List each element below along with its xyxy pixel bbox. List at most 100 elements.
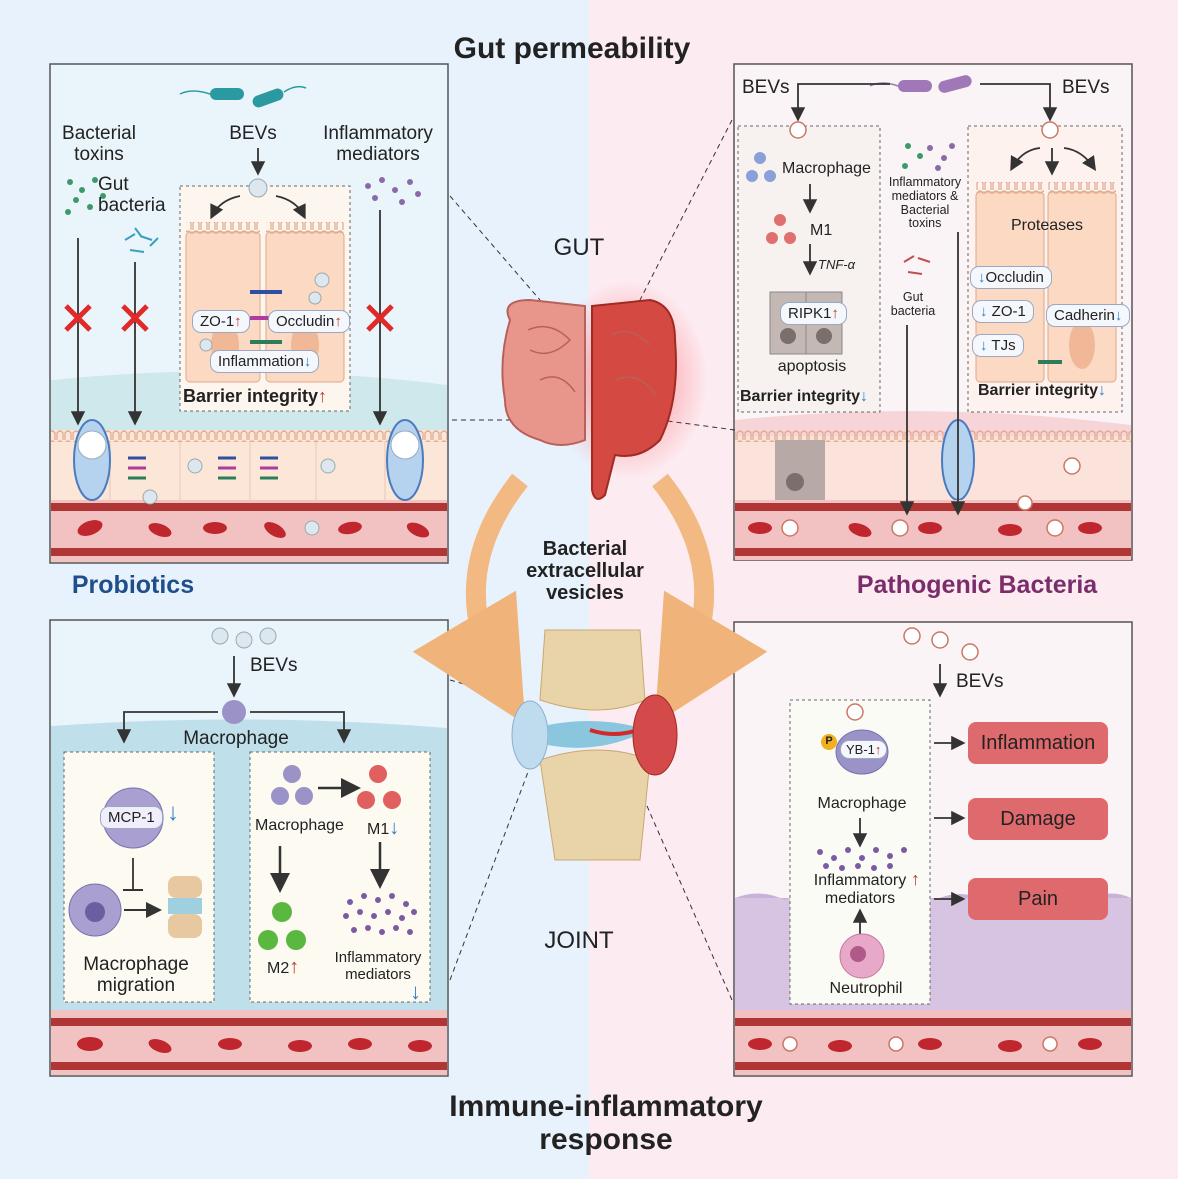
- down-arrow-icon: ↓: [167, 799, 179, 826]
- br-mediators-label: Inflammatory mediators: [813, 872, 907, 907]
- macrophage-icon: [222, 700, 246, 724]
- bacteria-icon: [179, 85, 307, 108]
- br-macrophage-label: Macrophage: [817, 795, 907, 812]
- macrophage-icon: [746, 152, 776, 182]
- bl-m2-label: M2↑: [267, 956, 300, 978]
- x-mark-icon: [366, 304, 394, 332]
- bevs-left-label: BEVs: [742, 77, 790, 98]
- panel-top-left: [49, 63, 449, 564]
- mediator-dots: [365, 177, 421, 205]
- gut-bacteria-cluster-icon: [124, 227, 159, 253]
- panel-bottom-left: [49, 619, 449, 1077]
- bl-macrophage2-label: Macrophage: [255, 817, 344, 834]
- yb1-pill: YB-1↑: [840, 740, 888, 759]
- proteases-label: Proteases: [1010, 217, 1084, 234]
- goblet-cell-icon: [73, 419, 111, 501]
- phospho-icon: [821, 734, 837, 750]
- zo1-down-pill: ↓ ZO-1: [972, 300, 1034, 323]
- barrier-integrity-label: Barrier integrity↑: [183, 386, 328, 406]
- bevs-right-label: BEVs: [1062, 77, 1110, 98]
- barrier-integrity-left-label: Barrier integrity↓: [740, 388, 869, 405]
- down-arrow-icon: ↓: [1114, 307, 1123, 324]
- m2-macrophage-icon: [258, 902, 306, 950]
- phospho-label: P: [825, 735, 833, 747]
- up-arrow-icon: ↑: [334, 313, 342, 330]
- knee-joint-icon: [168, 876, 202, 938]
- vesicle-icon: [211, 627, 277, 649]
- ripk1-pill: RIPK1↑: [780, 302, 847, 325]
- down-arrow-icon: ↓: [980, 337, 988, 354]
- goblet-cell-icon: [386, 419, 424, 501]
- outcome-damage: Damage: [968, 798, 1108, 840]
- inflammation-pill: Inflammation↓: [210, 350, 320, 373]
- tjs-down-pill: ↓ TJs: [972, 334, 1024, 357]
- down-arrow-icon: ↓: [389, 817, 400, 839]
- down-arrow-icon: ↓: [1098, 382, 1107, 399]
- panel-bottom-right: [733, 621, 1133, 1077]
- center-illustration: [412, 119, 768, 1001]
- panel-top-right: [733, 63, 1133, 561]
- gut-label: GUT: [553, 234, 605, 261]
- vesicle-icon: [781, 457, 1081, 537]
- macrophage-icon: [271, 765, 313, 805]
- bl-mediators-label: Inflammatory mediators: [334, 949, 422, 983]
- bottom-title: Immune-inflammatory response: [449, 1090, 763, 1156]
- macrophage-label: Macrophage: [782, 160, 871, 177]
- probiotics-label: Probiotics: [71, 571, 195, 599]
- bl-macrophage-label: Macrophage: [183, 728, 289, 749]
- up-arrow-icon: ↑: [318, 386, 328, 406]
- outcome-inflammation: Inflammation: [968, 722, 1108, 764]
- pathogenic-bacteria-label: Pathogenic Bacteria: [856, 571, 1098, 599]
- tr-gut-bacteria-label: Gut bacteria: [890, 290, 936, 318]
- gut-bacteria-cluster-icon: [903, 255, 931, 275]
- bacterial-toxins-label: Bacterial toxins: [62, 123, 136, 165]
- down-arrow-icon: ↓: [978, 269, 986, 286]
- m1-macrophage-icon: [357, 765, 401, 809]
- up-arrow-icon: ↑: [234, 313, 242, 330]
- mediator-dots: [343, 893, 417, 935]
- bevs-label: BEVs: [229, 123, 277, 144]
- knee-joint-icon: [511, 629, 678, 861]
- vesicle-icon: [782, 627, 1058, 1052]
- cadherin-pill: Cadherin↓: [1046, 304, 1131, 327]
- bl-bevs-label: BEVs: [250, 655, 298, 676]
- mcp1-pill: MCP-1: [100, 806, 163, 829]
- down-arrow-icon: ↓: [410, 979, 421, 1004]
- macrophage-migration-label: Macrophage migration: [83, 954, 189, 996]
- inflammatory-mediators-label: Inflammatory mediators: [323, 123, 433, 165]
- up-arrow-icon: ↑: [911, 869, 920, 889]
- tnf-label: TNF-α: [818, 257, 856, 272]
- top-title: Gut permeability: [453, 32, 691, 65]
- occludin-down-pill: ↓Occludin: [970, 266, 1052, 289]
- barrier-integrity-right-label: Barrier integrity↓: [978, 382, 1107, 399]
- down-arrow-icon: ↓: [980, 303, 988, 320]
- toxin-dots: [65, 177, 106, 215]
- apoptosis-label: apoptosis: [777, 358, 847, 375]
- x-mark-icon: [121, 304, 149, 332]
- up-arrow-icon: ↑: [874, 742, 882, 757]
- gut-bacteria-label: Gut bacteria: [98, 174, 166, 216]
- center-label: Bacterial extracellular vesicles: [526, 538, 644, 604]
- mediators-toxins-label: Inflammatory mediators & Bacterial toxin…: [888, 175, 962, 231]
- bl-m1-label: M1↓: [367, 817, 400, 839]
- up-arrow-icon: ↑: [289, 956, 300, 978]
- m1-label: M1: [810, 222, 833, 239]
- x-mark-icon: [64, 304, 92, 332]
- outcome-pain: Pain: [968, 878, 1108, 920]
- neutrophil-label: Neutrophil: [829, 980, 903, 997]
- vesicle-icon: [142, 458, 336, 536]
- br-bevs-label: BEVs: [956, 671, 1004, 692]
- mediator-dots: [817, 847, 907, 871]
- down-arrow-icon: ↓: [303, 353, 312, 370]
- down-arrow-icon: ↓: [860, 388, 869, 405]
- occludin-pill: Occludin↑: [268, 310, 350, 333]
- gut-organ-icon: [501, 298, 677, 500]
- zo1-pill: ZO-1↑: [192, 310, 250, 333]
- joint-label: JOINT: [544, 927, 614, 954]
- bacteria-icon: [869, 75, 972, 93]
- red-blood-cells: [77, 520, 430, 538]
- up-arrow-icon: ↑: [831, 305, 839, 322]
- vesicle-icon: [248, 178, 268, 198]
- m1-macrophage-icon: [766, 214, 796, 244]
